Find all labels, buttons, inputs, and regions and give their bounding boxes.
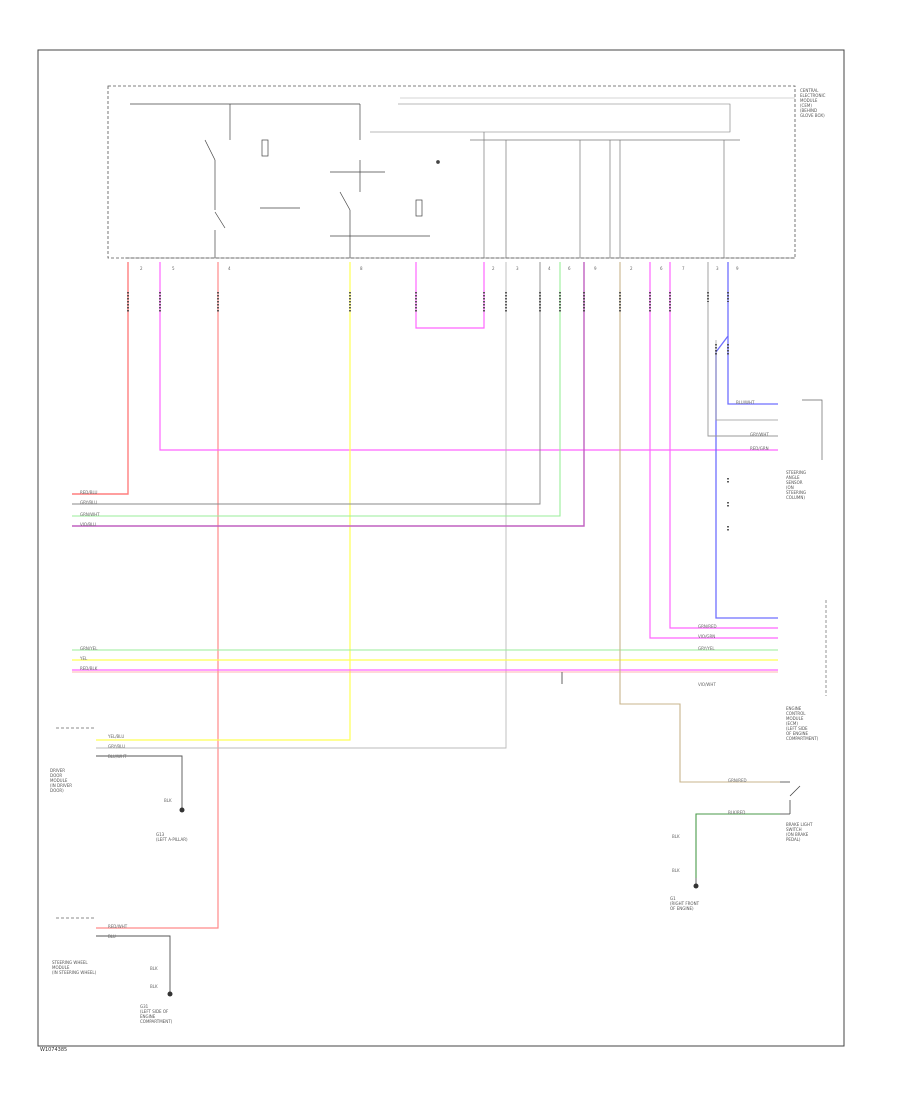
wire-tag: GRY/BLU xyxy=(80,500,98,505)
wire-tag: GRN/WHT xyxy=(80,512,100,517)
wire-blue-2 xyxy=(727,336,778,405)
wire-gray-steering xyxy=(707,262,778,437)
svg-text:9: 9 xyxy=(736,266,739,271)
wire-pink-ecm-1 xyxy=(649,262,778,639)
wire-tag: GRY/YEL xyxy=(698,646,715,651)
wire-pink-ecm-2 xyxy=(669,262,778,629)
diagram-border xyxy=(37,49,845,1047)
svg-text:6: 6 xyxy=(568,266,571,271)
wire-tag: RED/BLK xyxy=(80,666,98,671)
svg-text:2: 2 xyxy=(630,266,633,271)
svg-text:7: 7 xyxy=(682,266,685,271)
wire-pink-horizontal xyxy=(159,262,778,451)
wire-tag: VIO/WHT xyxy=(698,682,716,687)
wire-gray-left xyxy=(96,262,507,749)
ground-label-right: G1 (RIGHT FRONT OF ENGINE) xyxy=(670,896,700,911)
wire-tag: BLU xyxy=(108,934,116,939)
svg-text:3: 3 xyxy=(516,266,519,271)
wire-blue xyxy=(715,262,778,619)
brake-light-switch-icon xyxy=(780,781,801,815)
wire-tag: BLK xyxy=(150,966,158,971)
connector-pins xyxy=(127,292,729,532)
wire-tag: BLU/WHT xyxy=(736,400,755,405)
brake-light-switch-label: BRAKE LIGHT SWITCH (ON BRAKE PEDAL) xyxy=(786,822,813,842)
wire-red-left xyxy=(72,262,129,495)
wire-tag: RED/GRN xyxy=(750,446,769,451)
diagram-code: W1074385 xyxy=(40,1047,68,1053)
wire-tag: BLU/WHT xyxy=(108,754,127,759)
ground-icon xyxy=(167,807,699,997)
central-electronics-module-label: CENTRAL ELECTRONIC MODULE (CEM) (BEHIND … xyxy=(800,88,826,118)
wire-tag: BLK xyxy=(164,798,172,803)
wire-tag: VIO/BLU xyxy=(80,522,97,527)
wire-tag: BLK xyxy=(150,984,158,989)
ground-label-left-b: G31 (LEFT SIDE OF ENGINE COMPARTMENT) xyxy=(140,1004,173,1024)
pin-numbers: 2 5 4 8 2 3 4 6 9 2 6 7 3 9 xyxy=(140,266,739,271)
wire-tag: GRN/YEL xyxy=(80,646,98,651)
wire-green-h2 xyxy=(72,262,561,517)
power-steering-module-label: STEERING ANGLE SENSOR (ON STEERING COLUM… xyxy=(786,470,807,500)
ground-label-left-a: G13 (LEFT A-PILLAR) xyxy=(156,832,188,842)
wire-tag: GRY/BLU xyxy=(108,744,126,749)
wire-tan xyxy=(619,262,780,783)
cem-internal-box xyxy=(370,103,731,133)
svg-text:2: 2 xyxy=(492,266,495,271)
wire-tag: BLK xyxy=(672,868,680,873)
cem-internal-circuits xyxy=(130,103,440,258)
engine-control-module-label: ENGINE CONTROL MODULE (ECM) (LEFT SIDE O… xyxy=(786,706,819,741)
svg-text:5: 5 xyxy=(172,266,175,271)
ground-wires xyxy=(96,672,697,992)
wire-tag: RED/WHT xyxy=(108,924,128,929)
wire-gray-h1 xyxy=(72,262,541,505)
wire-violet-h3 xyxy=(72,262,585,527)
svg-text:4: 4 xyxy=(228,266,231,271)
wire-tag: YEL xyxy=(80,656,88,661)
wire-tag: GRN/RED xyxy=(698,624,717,629)
wire-tag: GRN/RED xyxy=(728,778,747,783)
wire-tag: BLK xyxy=(672,834,680,839)
central-electronics-module-box xyxy=(107,85,796,259)
wire-pink-loop xyxy=(415,262,485,329)
svg-text:3: 3 xyxy=(716,266,719,271)
svg-text:9: 9 xyxy=(594,266,597,271)
svg-text:4: 4 xyxy=(548,266,551,271)
wire-yellow-long xyxy=(96,262,351,741)
wire-tag: YEL/BLU xyxy=(108,734,125,739)
driver-door-module-label: DRIVER DOOR MODULE (IN DRIVER DOOR) xyxy=(50,768,73,793)
svg-text:6: 6 xyxy=(660,266,663,271)
steering-wheel-module-label: STEERING WHEEL MODULE (IN STEERING WHEEL… xyxy=(52,960,97,975)
wire-tag: VIO/GRN xyxy=(698,634,716,639)
svg-text:8: 8 xyxy=(360,266,363,271)
svg-text:2: 2 xyxy=(140,266,143,271)
wire-red-long xyxy=(96,262,219,929)
module-brackets xyxy=(56,399,827,919)
wire-tag: BLK/RED xyxy=(728,810,746,815)
wire-dkgreen xyxy=(695,813,780,878)
wire-tag: GRY/WHT xyxy=(750,432,769,437)
wire-tag: RED/BLU xyxy=(80,490,98,495)
wire-gray-steering-2 xyxy=(715,340,778,421)
cem-bus-wires xyxy=(470,132,740,258)
